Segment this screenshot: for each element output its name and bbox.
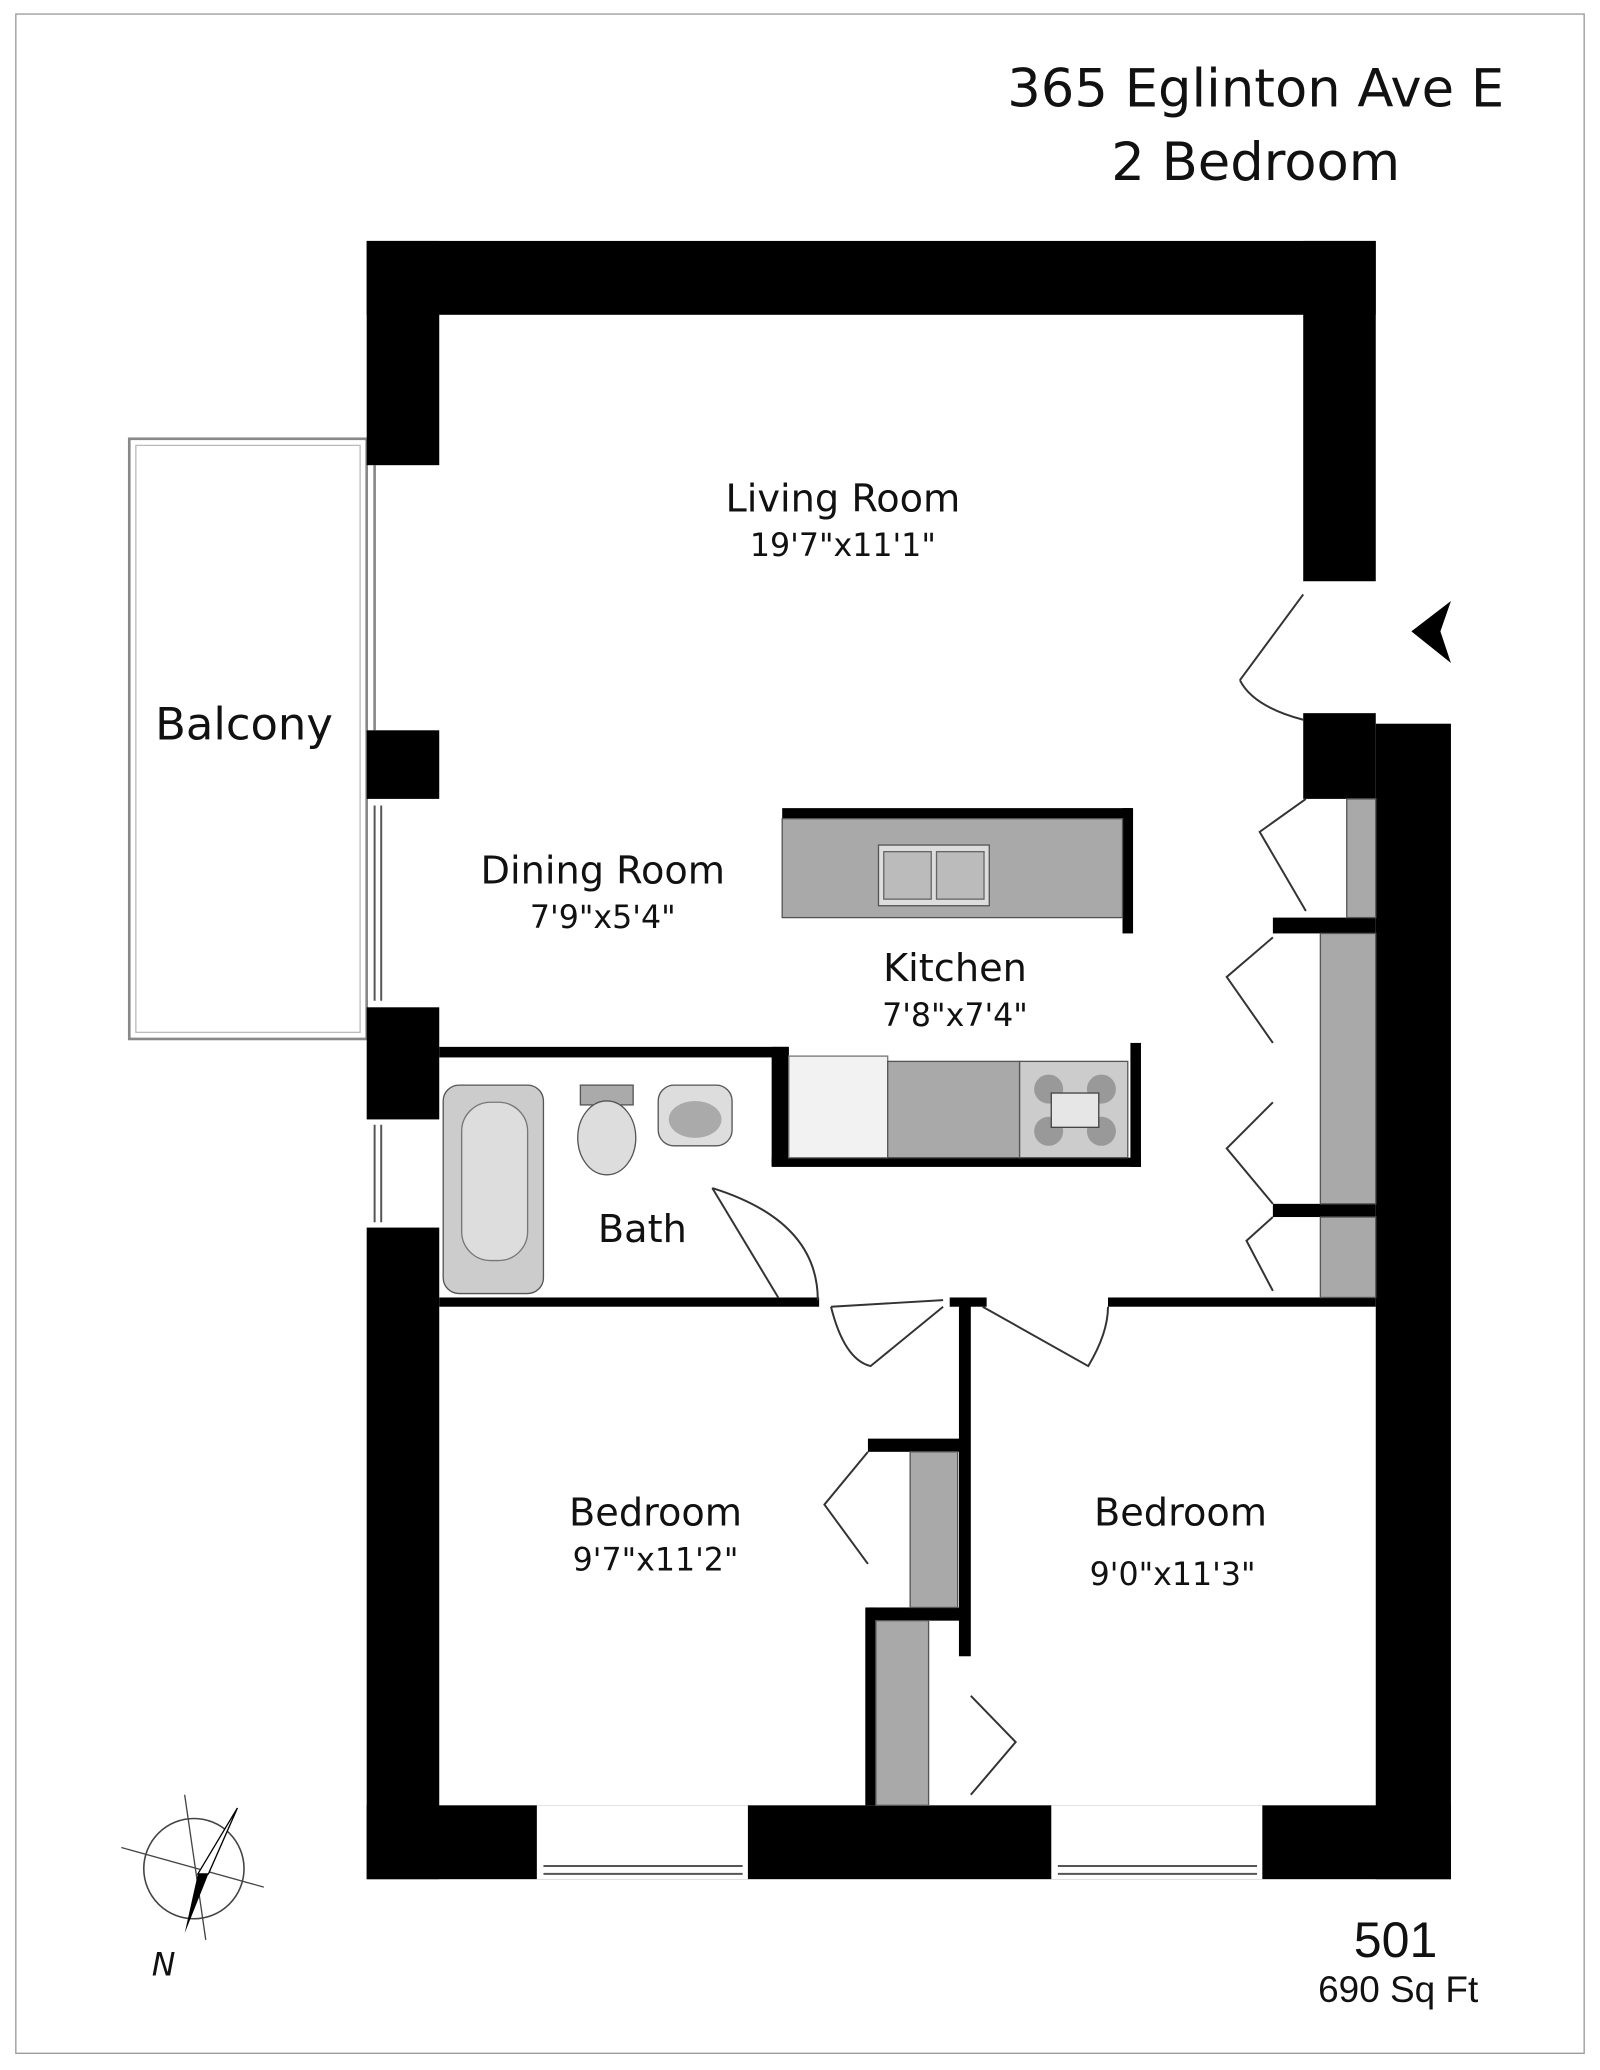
- room-dims: 9'0"x11'3": [1090, 1557, 1256, 1593]
- room-dims: 19'7"x11'1": [750, 528, 936, 564]
- room-dims: 9'7"x11'2": [573, 1543, 739, 1579]
- walls: [366, 240, 1451, 1880]
- closets: [875, 798, 1377, 1806]
- room-name: Balcony: [155, 698, 333, 751]
- room-dims: 7'8"x7'4": [882, 998, 1028, 1034]
- fridge-icon: [788, 1055, 889, 1159]
- room-name: Dining Room: [481, 848, 726, 893]
- room-name: Bedroom: [1094, 1491, 1267, 1536]
- windows: [373, 805, 1263, 1880]
- room-dims: 7'9"x5'4": [530, 900, 676, 936]
- doors: [711, 593, 1307, 1796]
- unit-type-title: 2 Bedroom: [1111, 132, 1400, 193]
- compass-icon: N: [121, 1794, 264, 1983]
- unit-number: 501: [1354, 1912, 1438, 1968]
- room-name: Kitchen: [883, 946, 1027, 991]
- address-title: 365 Eglinton Ave E: [1007, 58, 1504, 119]
- room-name: Bath: [598, 1207, 687, 1252]
- north-label: N: [152, 1947, 176, 1983]
- page-border: [15, 13, 1585, 2054]
- room-name: Living Room: [725, 476, 960, 521]
- entrance-arrow-icon: [1411, 601, 1451, 664]
- room-name: Bedroom: [569, 1491, 742, 1536]
- kitchen-fixtures: [781, 818, 1129, 1159]
- bath-fixtures: [442, 1084, 733, 1295]
- unit-area: 690 Sq Ft: [1318, 1969, 1478, 2010]
